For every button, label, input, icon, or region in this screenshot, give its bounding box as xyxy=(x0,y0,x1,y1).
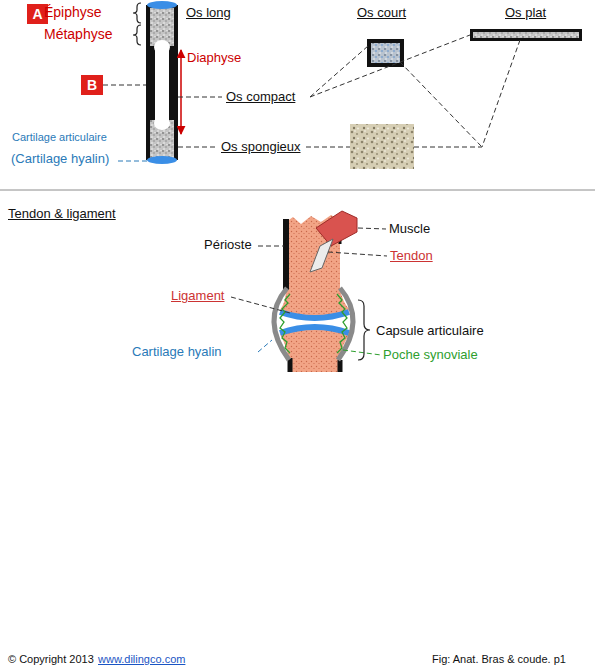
brace xyxy=(358,300,370,360)
joint-capsule xyxy=(338,288,353,360)
part-label: Épiphyse xyxy=(44,4,102,20)
leader-line xyxy=(103,85,146,86)
leader-line xyxy=(343,350,381,355)
flat-bone-core xyxy=(473,32,579,38)
part-label: Poche synoviale xyxy=(383,348,478,363)
articular-cartilage xyxy=(147,156,177,164)
compact-bone xyxy=(146,5,178,160)
part-label: Métaphyse xyxy=(44,26,112,42)
leader-line xyxy=(310,35,470,97)
joint-capsule xyxy=(274,288,289,360)
part-label: Périoste xyxy=(204,238,252,253)
bone-type: Os court xyxy=(357,6,406,21)
leader-line xyxy=(414,147,482,148)
part-label: Diaphyse xyxy=(187,51,241,66)
part-label: Muscle xyxy=(389,222,430,237)
dimension-arrow xyxy=(180,50,182,134)
synovial-membrane xyxy=(280,294,290,353)
hyaline-cartilage xyxy=(280,327,349,333)
website-link: www.dilingco.com xyxy=(98,653,185,666)
hyaline-cartilage xyxy=(280,312,349,318)
leader-line xyxy=(482,40,520,147)
leader-line xyxy=(400,62,482,147)
medullary-cavity xyxy=(154,116,170,130)
part-label: Cartilage hyalin xyxy=(132,345,222,360)
part-label: Cartilage articulaire xyxy=(12,131,107,144)
tissue-label: Os compact xyxy=(226,90,295,105)
bone-type: Os long xyxy=(186,6,231,21)
callout-letter-box: B xyxy=(81,75,103,95)
leader-lines xyxy=(231,228,387,313)
figure-ref: Fig: Anat. Bras & coude. p1 xyxy=(432,653,566,666)
leader-line xyxy=(231,297,290,313)
leader-line xyxy=(258,340,272,352)
separator xyxy=(0,190,595,191)
spongy-bone-photo xyxy=(350,124,414,169)
flat-bone xyxy=(470,29,582,41)
tissue-label: Os spongieux xyxy=(221,140,301,155)
leader-line xyxy=(328,252,387,256)
leader-line xyxy=(178,147,218,148)
leader-lines xyxy=(103,35,520,147)
part-label: Capsule articulaire xyxy=(376,324,484,339)
short-bone xyxy=(369,41,402,65)
medullary-cavity xyxy=(154,40,170,54)
leader-line xyxy=(118,161,148,162)
callout-letter: B xyxy=(87,78,97,92)
lower-bone xyxy=(280,327,350,372)
leader-line xyxy=(310,46,368,97)
periosteum xyxy=(338,360,343,372)
tendon xyxy=(310,239,333,272)
medullary-cavity xyxy=(155,44,169,126)
copyright: © Copyright 2013 xyxy=(8,653,94,666)
leader-line xyxy=(178,97,222,98)
bone-type: Os plat xyxy=(505,6,546,21)
brace xyxy=(133,3,141,23)
synovial-membrane xyxy=(337,294,347,353)
part-label: (Cartilage hyalin) xyxy=(11,152,109,167)
articular-cartilage xyxy=(147,1,177,9)
muscle xyxy=(316,211,357,246)
part-label: Tendon xyxy=(390,249,433,264)
leader-line xyxy=(306,147,350,148)
periosteum xyxy=(283,219,289,290)
brace xyxy=(133,25,141,45)
leader-line xyxy=(258,246,284,247)
leader-line xyxy=(358,228,386,229)
section-heading: Tendon & ligament xyxy=(8,207,116,222)
callout-letter: A xyxy=(32,7,42,21)
part-label: Ligament xyxy=(171,289,224,304)
